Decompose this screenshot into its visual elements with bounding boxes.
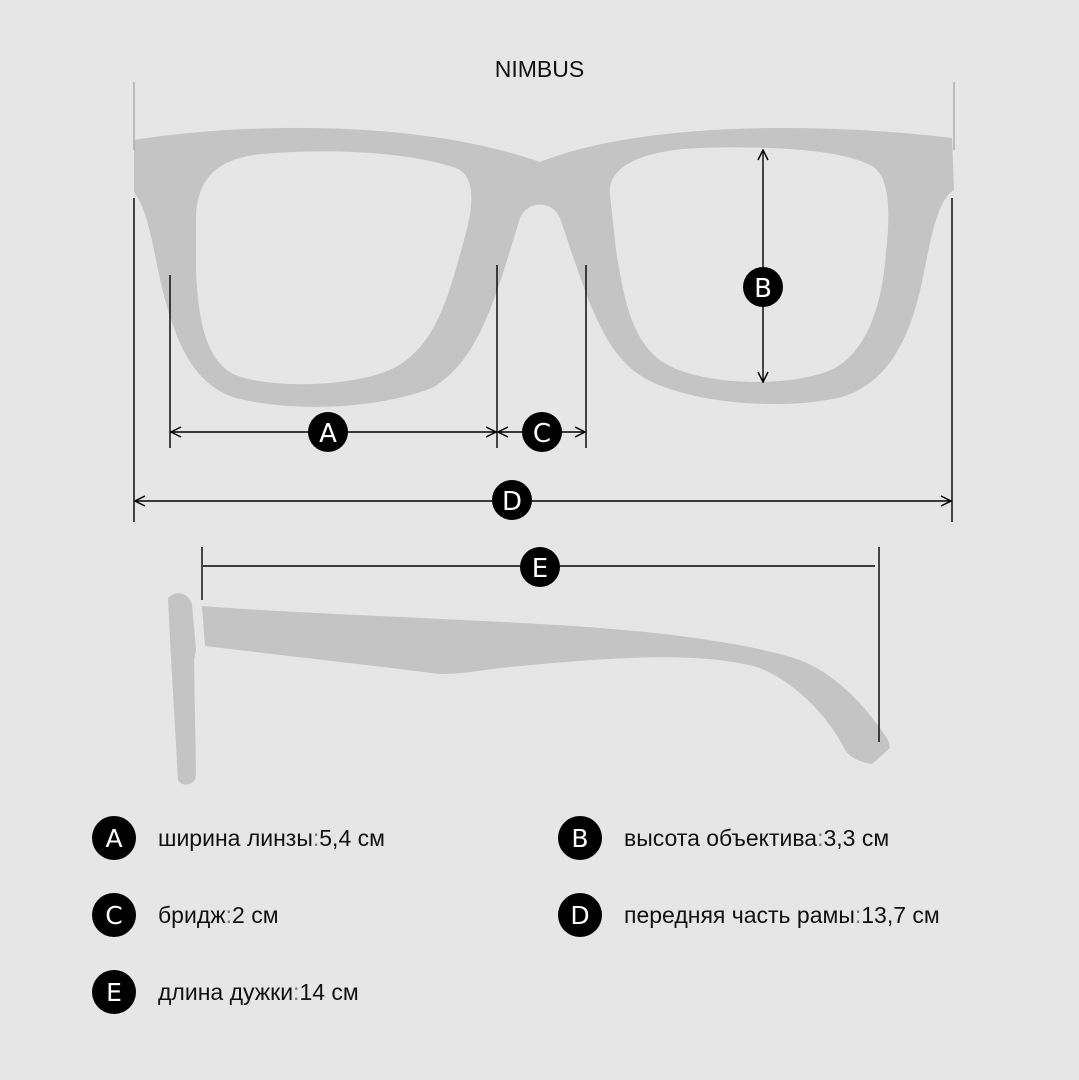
legend-sep-b: :: [817, 824, 824, 851]
badge-a: A: [308, 412, 348, 452]
frame-front: [134, 127, 954, 407]
legend-label-b: высота объектива: [624, 824, 818, 851]
legend-item-b: B высота объектива: 3,3 см: [558, 816, 889, 860]
legend-badge-a: A: [92, 816, 136, 860]
badge-c-letter: C: [533, 419, 551, 449]
badge-b-letter: B: [754, 274, 772, 304]
legend-value-b: 3,3 см: [823, 824, 890, 851]
badge-b: B: [743, 267, 783, 307]
legend-badge-c: C: [92, 893, 136, 937]
legend-item-c: C бридж: 2 см: [92, 893, 279, 937]
legend-sep-d: :: [854, 901, 862, 928]
temple-arm: [168, 593, 890, 785]
temple-arm-shape: [202, 606, 890, 764]
legend-label-d: передняя часть рамы: [624, 901, 855, 928]
badge-d-letter: D: [502, 487, 522, 517]
legend-value-e: 14 см: [299, 978, 359, 1005]
legend-item-e: E длина дужки: 14 см: [92, 970, 359, 1014]
left-lens-opening: [196, 151, 472, 385]
legend-value-c: 2 см: [232, 901, 279, 928]
legend-item-d: D передняя часть рамы: 13,7 см: [558, 893, 940, 937]
legend-item-a: A ширина линзы: 5,4 см: [92, 816, 385, 860]
hinge-piece: [168, 593, 196, 785]
badge-d: D: [492, 480, 532, 520]
badge-e: E: [520, 547, 560, 587]
legend-label-a: ширина линзы: [158, 824, 313, 851]
legend-badge-e: E: [92, 970, 136, 1014]
dimension-lines: [133, 82, 955, 742]
glasses-diagram: A B C D E: [133, 82, 955, 785]
right-lens-opening: [609, 147, 889, 382]
legend-badge-d: D: [558, 893, 602, 937]
badge-e-letter: E: [532, 554, 548, 584]
legend-sep-a: :: [312, 824, 320, 851]
legend-value-d: 13,7 см: [861, 901, 940, 928]
legend-label-c: бридж: [158, 901, 226, 928]
legend-label-e: длина дужки: [158, 978, 294, 1005]
legend-sep-c: :: [225, 901, 233, 928]
legend-value-a: 5,4 см: [319, 824, 385, 851]
legend-sep-e: :: [293, 978, 300, 1005]
badge-c: C: [522, 412, 562, 452]
badge-a-letter: A: [319, 419, 337, 449]
legend-badge-b: B: [558, 816, 602, 860]
model-title: NIMBUS: [494, 56, 585, 82]
